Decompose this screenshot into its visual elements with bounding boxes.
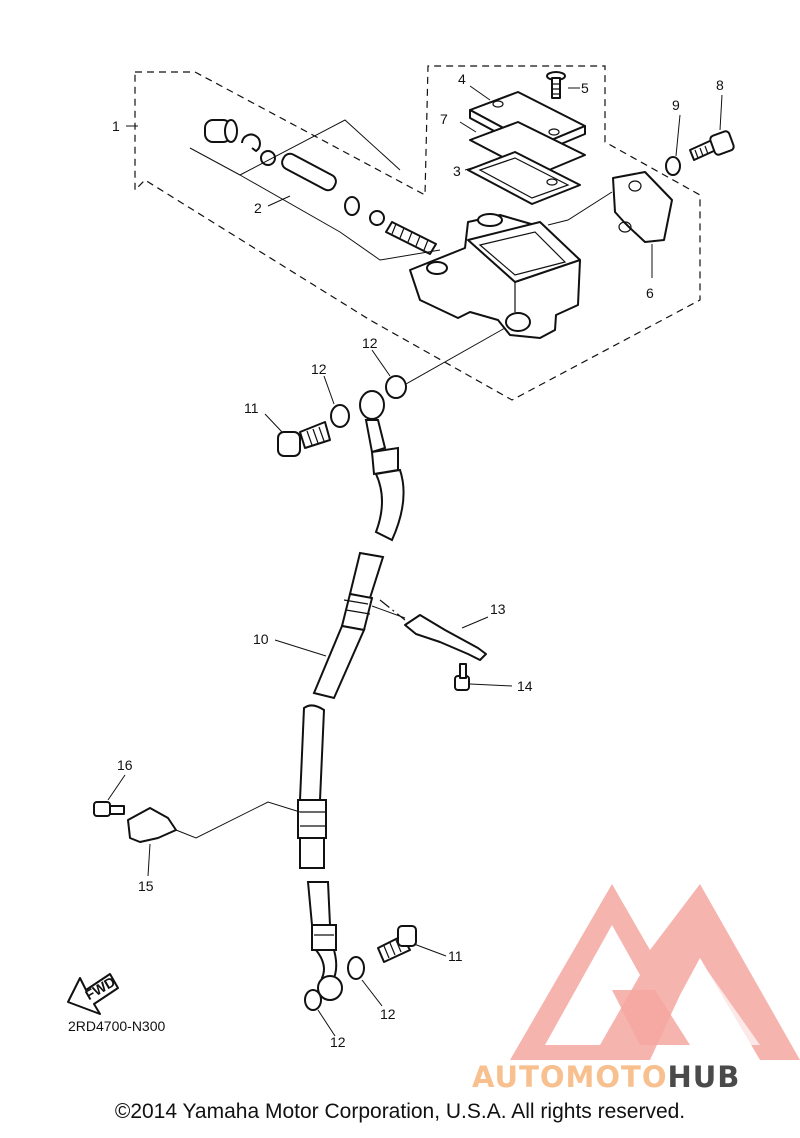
clamp-15 [127,807,177,843]
callout-7: 7 [440,111,448,127]
callout-6: 6 [646,285,654,301]
master-cylinder-body [409,213,581,339]
piston-kit [189,119,441,261]
bolt-8 [689,130,735,161]
callout-leaders [107,85,723,1037]
callout-12-d: 12 [330,1034,346,1050]
fwd-arrow: FWD [67,973,119,1015]
callout-5: 5 [581,80,589,96]
callout-12-b: 12 [362,335,378,351]
reservoir-cap-stack [467,91,586,205]
copyright-notice: ©2014 Yamaha Motor Corporation, U.S.A. A… [114,1100,686,1123]
callout-1: 1 [112,118,120,134]
part-code: 2RD4700-N300 [68,1018,165,1034]
callout-2: 2 [254,200,262,216]
screw-5 [546,71,566,99]
watermark-logo [510,884,800,1060]
bolt-14 [454,663,470,691]
callout-14: 14 [517,678,533,694]
callout-3: 3 [453,163,461,179]
brake-hose-10 [297,390,405,1001]
callout-11-top: 11 [244,400,259,416]
union-bolt-11-top [277,421,331,457]
holder-6 [612,171,673,243]
callout-16: 16 [117,757,133,773]
hose-guide-13 [404,614,487,661]
callout-12-c: 12 [380,1006,396,1022]
washer-12-d [304,989,322,1011]
washer-12-b [385,375,407,399]
callout-10: 10 [253,631,269,647]
watermark-text: AUTOMOTOHUB [472,1060,740,1094]
bolt-16 [93,801,125,817]
callout-15: 15 [138,878,154,894]
assembly-boundary [134,65,701,401]
callout-4: 4 [458,71,466,87]
callout-11-bottom: 11 [448,948,463,964]
callout-13: 13 [490,601,506,617]
callout-8: 8 [716,77,724,93]
union-bolt-11-bottom [377,925,417,963]
callout-12-a: 12 [311,361,327,377]
washer-9 [665,156,681,176]
washer-12-c [347,956,365,980]
washer-12-a [330,404,350,428]
callout-labels: 1 2 3 4 5 6 7 8 9 10 11 11 12 12 12 12 1… [112,71,724,1050]
callout-9: 9 [672,97,680,113]
